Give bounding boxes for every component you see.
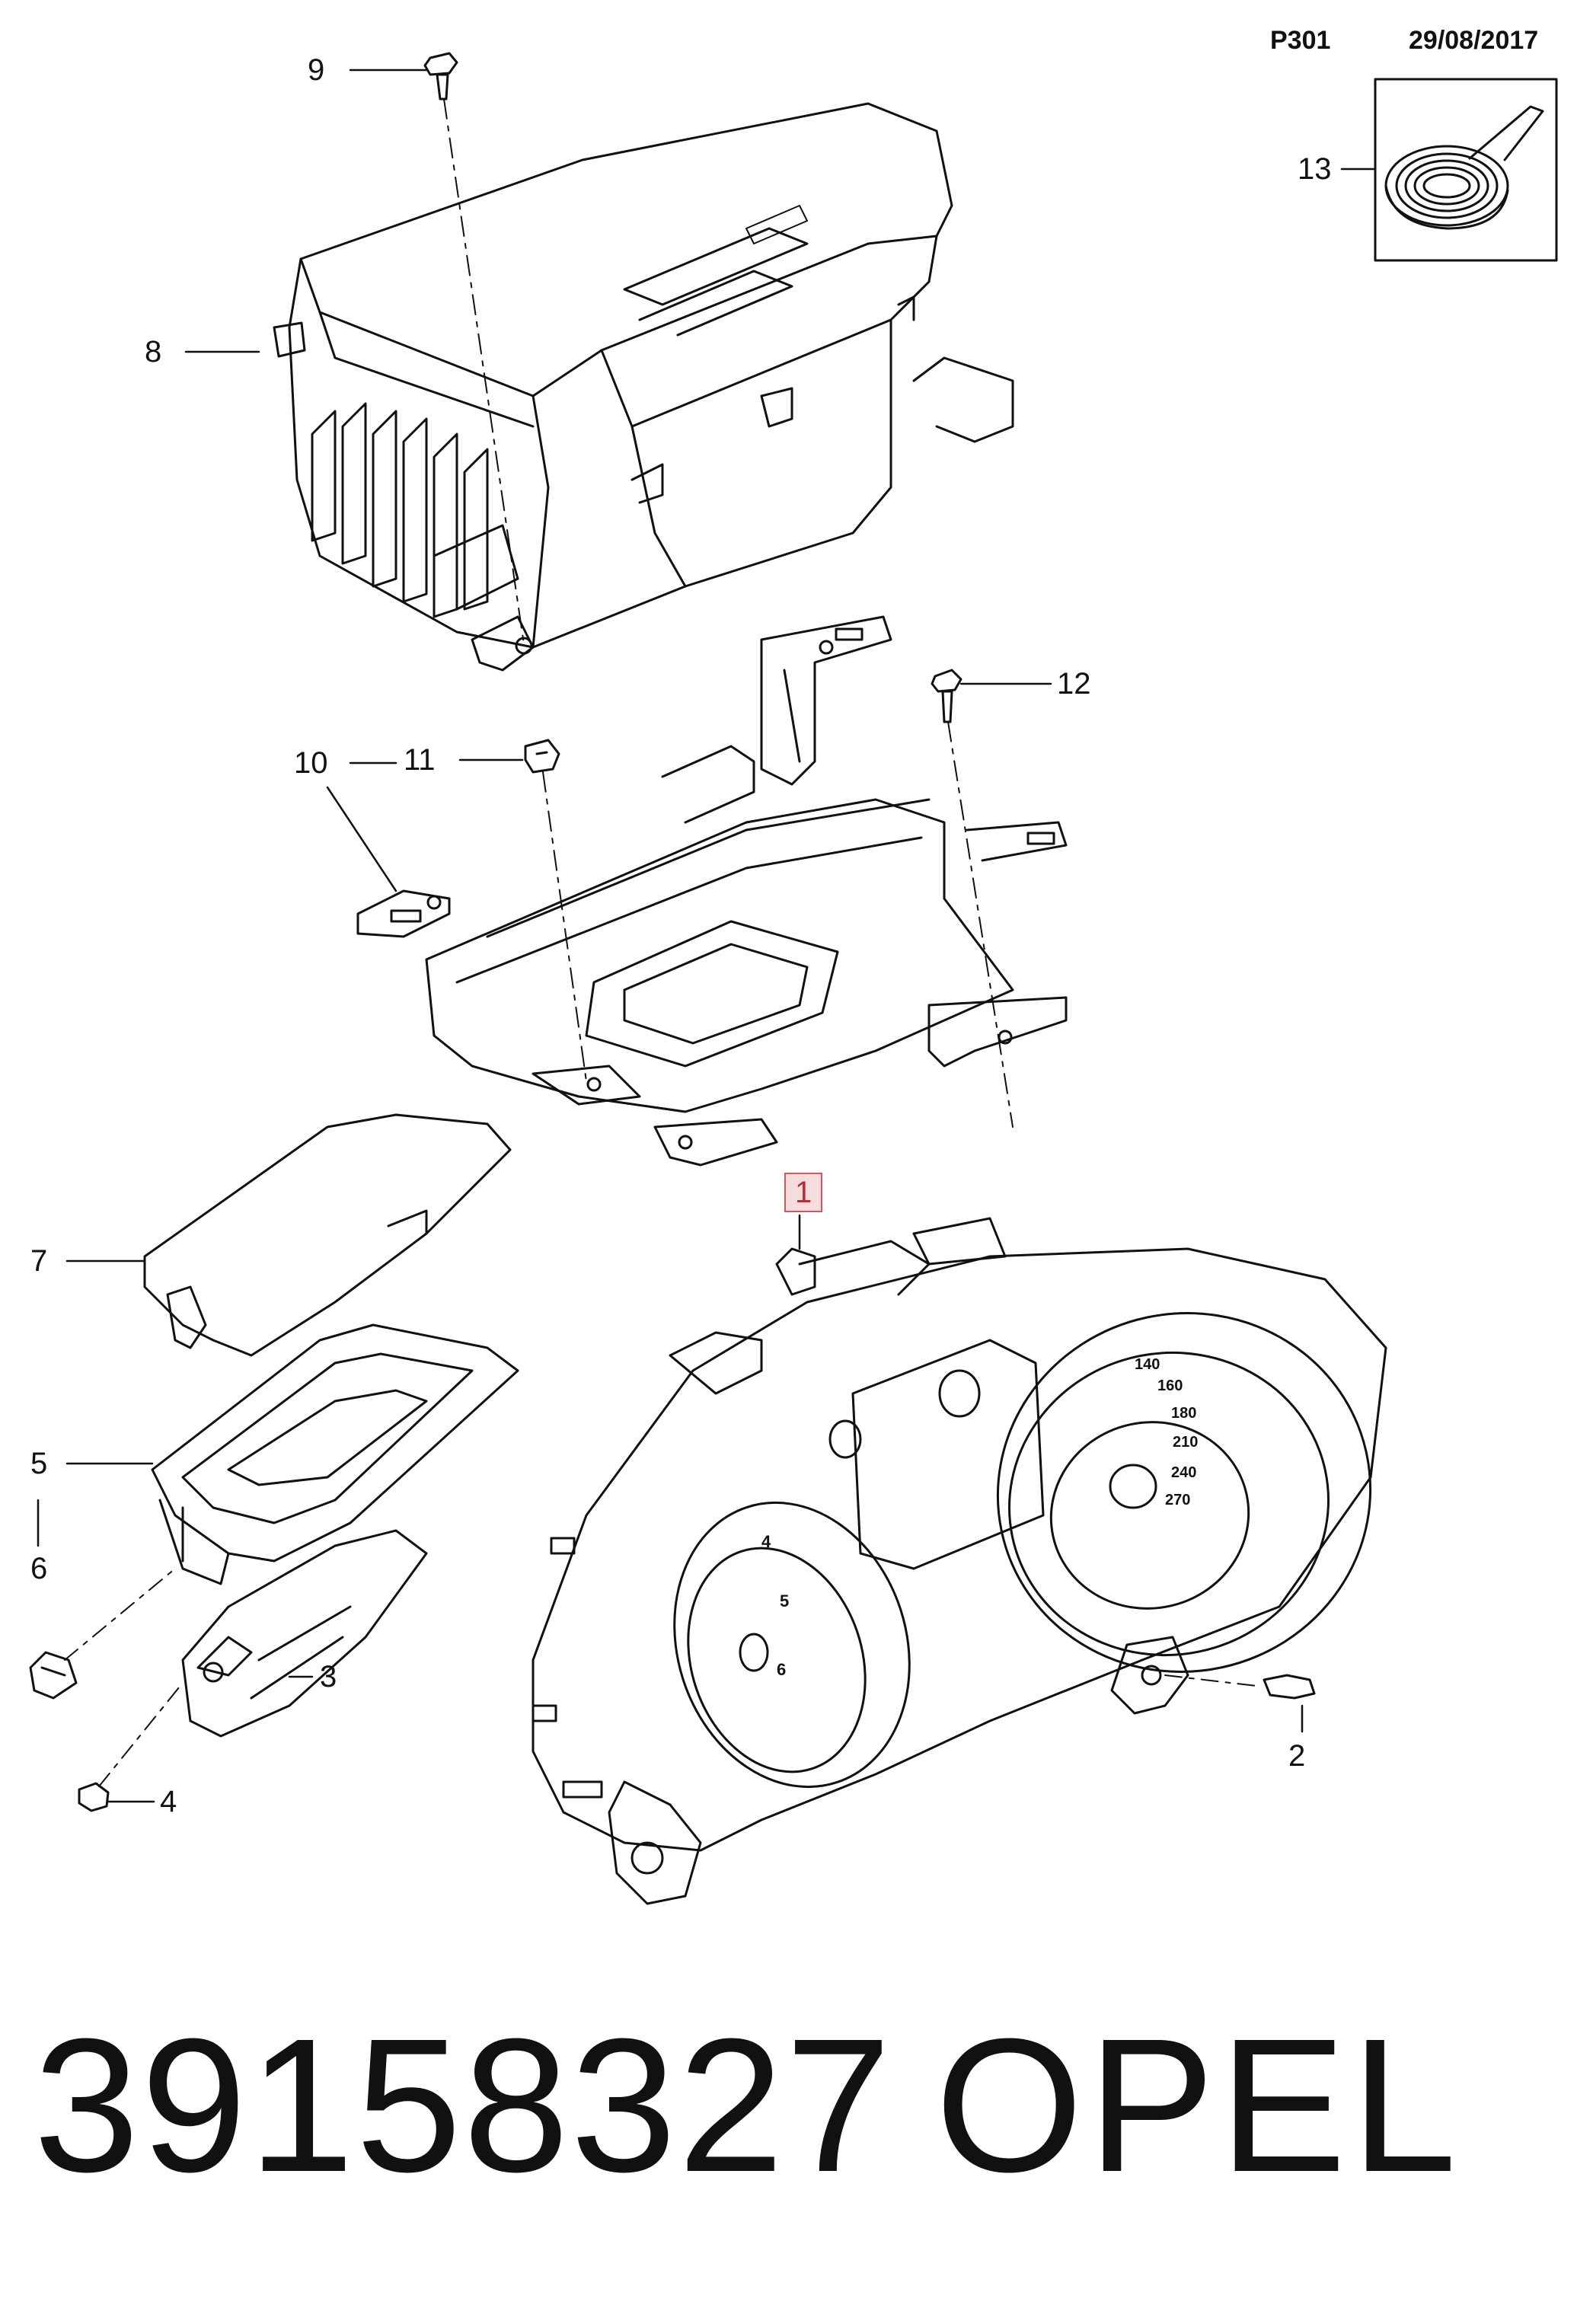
brand-name: OPEL <box>935 1999 1461 2211</box>
switch-panel-part-3 <box>181 1529 428 1738</box>
tacho-label: 5 <box>780 1591 789 1611</box>
clip-nut-part-11 <box>524 739 587 1082</box>
callout-13: 13 <box>1298 152 1332 186</box>
screw-part-4 <box>78 1682 184 1812</box>
cover-panel-part-7 <box>143 1113 512 1357</box>
callout-5: 5 <box>30 1447 48 1480</box>
speedo-label: 160 <box>1157 1377 1183 1394</box>
tacho-labels: 4 5 6 <box>761 1532 789 1679</box>
speedo-label: 140 <box>1135 1356 1160 1373</box>
callout-4: 4 <box>160 1785 177 1818</box>
callout-leaders <box>37 69 1377 1803</box>
bezel-part-5 <box>151 1323 519 1585</box>
speedo-label: 270 <box>1165 1492 1190 1508</box>
callout-2: 2 <box>1288 1739 1306 1773</box>
callout-10: 10 <box>294 746 328 780</box>
callout-7: 7 <box>30 1244 48 1278</box>
callout-6: 6 <box>30 1552 48 1585</box>
diagram-code: P301 <box>1270 26 1331 55</box>
tacho-label: 6 <box>777 1660 786 1679</box>
speedo-label: 210 <box>1173 1434 1198 1451</box>
speedo-label: 240 <box>1171 1464 1196 1481</box>
callout-11: 11 <box>404 743 436 777</box>
speedo-label: 180 <box>1171 1405 1196 1422</box>
screw-part-12 <box>931 669 1014 1128</box>
tacho-label: 4 <box>761 1532 771 1551</box>
control-module-part-8 <box>273 102 1014 672</box>
speedo-labels: 140 160 180 210 240 270 <box>1135 1356 1198 1508</box>
callout-3: 3 <box>320 1660 337 1694</box>
clip-part-6 <box>29 1568 176 1700</box>
callout-12: 12 <box>1057 667 1091 701</box>
diagram-date: 29/08/2017 <box>1409 26 1539 55</box>
screw-part-2 <box>1164 1674 1316 1700</box>
tape-roll-part-13 <box>1374 78 1558 262</box>
screw-part-9 <box>423 52 525 645</box>
mounting-bracket-part-10 <box>356 615 1068 1167</box>
callout-1: 1 <box>784 1173 823 1212</box>
callout-9: 9 <box>308 53 325 87</box>
callout-8: 8 <box>145 335 162 369</box>
instrument-cluster-part-1 <box>532 1217 1387 1905</box>
part-number: 39158327 <box>34 1999 893 2211</box>
